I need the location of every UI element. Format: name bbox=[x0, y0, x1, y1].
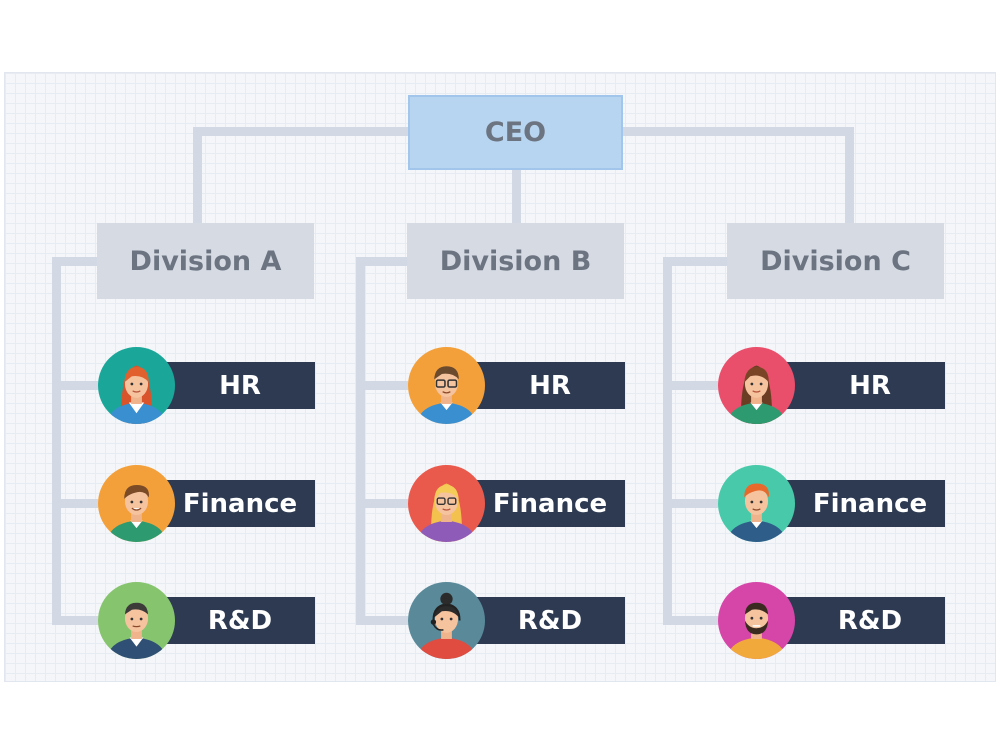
division-a-branch bbox=[52, 616, 98, 625]
division-a-finance-label: Finance bbox=[155, 480, 315, 527]
division-a-branch bbox=[52, 381, 98, 390]
division-c-spine bbox=[663, 257, 672, 625]
man-dark-hair-avatar-icon bbox=[98, 582, 175, 659]
connector-to-division-b bbox=[512, 170, 521, 223]
division-b-branch bbox=[356, 499, 408, 508]
woman-blonde-glasses-avatar-icon bbox=[408, 465, 485, 542]
division-b-branch bbox=[356, 616, 408, 625]
division-b-hr-label: HR bbox=[465, 362, 625, 409]
division-b-finance-label: Finance bbox=[465, 480, 625, 527]
woman-red-hair-avatar-icon bbox=[98, 347, 175, 424]
division-a-spine bbox=[52, 257, 61, 625]
division-a-box: Division A bbox=[97, 223, 314, 299]
division-a-hr-label: HR bbox=[155, 362, 315, 409]
division-b-spine bbox=[356, 257, 365, 625]
woman-headset-avatar-icon bbox=[408, 582, 485, 659]
man-glasses-avatar-icon bbox=[408, 347, 485, 424]
division-c-finance-label: Finance bbox=[785, 480, 945, 527]
connector-ceo-right bbox=[623, 127, 854, 136]
division-b-box: Division B bbox=[407, 223, 624, 299]
connector-to-division-c bbox=[845, 127, 854, 223]
division-b-stub bbox=[356, 257, 408, 266]
division-c-hr-label: HR bbox=[785, 362, 945, 409]
division-c-branch bbox=[663, 499, 718, 508]
division-c-box: Division C bbox=[727, 223, 944, 299]
division-b-rnd-label: R&D bbox=[465, 597, 625, 644]
woman-brown-hair-avatar-icon bbox=[718, 347, 795, 424]
ceo-box: CEO bbox=[408, 95, 623, 170]
man-orange-hair-avatar-icon bbox=[718, 465, 795, 542]
connector-to-division-a bbox=[193, 127, 202, 223]
division-c-stub bbox=[663, 257, 728, 266]
division-a-branch bbox=[52, 499, 98, 508]
man-brown-hair-avatar-icon bbox=[98, 465, 175, 542]
division-a-rnd-label: R&D bbox=[155, 597, 315, 644]
man-beard-avatar-icon bbox=[718, 582, 795, 659]
division-c-branch bbox=[663, 616, 718, 625]
division-c-branch bbox=[663, 381, 718, 390]
division-a-stub bbox=[52, 257, 98, 266]
connector-ceo-left bbox=[193, 127, 408, 136]
division-c-rnd-label: R&D bbox=[785, 597, 945, 644]
division-b-branch bbox=[356, 381, 408, 390]
